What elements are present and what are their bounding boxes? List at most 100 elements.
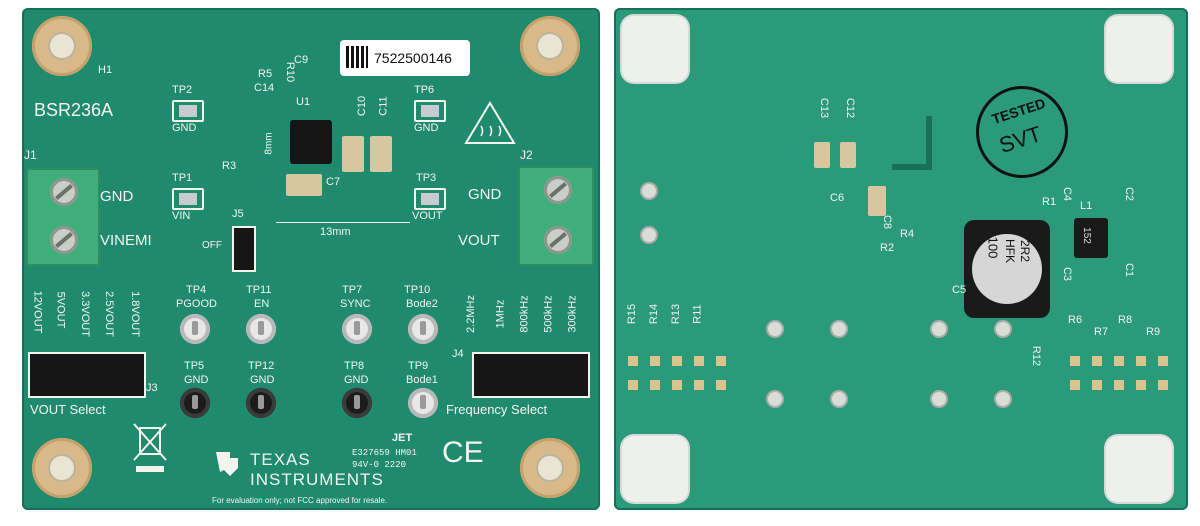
tp4-post[interactable] (180, 314, 210, 344)
label-c3: C3 (1061, 266, 1074, 282)
vout-opt-3: 3.3VOUT (78, 291, 91, 337)
tp3-name: TP3 (416, 172, 437, 184)
mounting-hole-br (520, 438, 580, 498)
mounting-hole-bl (622, 436, 688, 502)
label-r13: R13 (670, 303, 683, 325)
freq-opt-2: 1MHz (494, 299, 507, 329)
vout-opt-2: 5VOUT (54, 291, 67, 329)
via (832, 392, 846, 406)
jumper-j4[interactable] (472, 352, 590, 398)
ce-mark: CE (442, 436, 484, 469)
vout-opt-5: 1.8VOUT (128, 291, 141, 337)
dim-13mm: 13mm (320, 226, 351, 238)
freq-opt-4: 500kHz (542, 295, 555, 333)
pin (694, 380, 704, 390)
label-r2: R2 (880, 242, 895, 254)
label-r1: R1 (1042, 196, 1057, 208)
tp5-sub: GND (184, 374, 209, 386)
tp9-sub: Bode1 (406, 374, 438, 386)
label-off: OFF (202, 240, 222, 251)
tp6-sub: GND (414, 122, 439, 134)
label-r9: R9 (1146, 326, 1161, 338)
jumper-j5[interactable] (232, 226, 256, 272)
pin (1114, 380, 1124, 390)
dim-8mm: 8mm (263, 132, 275, 155)
via (996, 322, 1010, 336)
tp10-sub: Bode2 (406, 298, 438, 310)
tp12-post[interactable] (246, 388, 276, 418)
via (932, 392, 946, 406)
tp8-name: TP8 (344, 360, 365, 372)
inductor-mark-3: 2R2 (1018, 239, 1033, 263)
label-j1: J1 (24, 148, 37, 162)
pin (672, 380, 682, 390)
ti-logo-icon (216, 452, 238, 476)
screw-icon[interactable] (544, 176, 572, 204)
stamp-line-1: TESTED (989, 94, 1048, 128)
tp6-name: TP6 (414, 84, 435, 96)
vout-select-label: VOUT Select (30, 402, 106, 417)
tp7-name: TP7 (342, 284, 363, 296)
freq-opt-1: 2.2MHz (464, 295, 477, 333)
label-r11: R11 (691, 304, 704, 324)
tp1-pad[interactable] (172, 188, 204, 210)
pin (694, 356, 704, 366)
label-c10: C10 (356, 95, 369, 117)
mounting-hole-br (1106, 436, 1172, 502)
tp6-pad[interactable] (414, 100, 446, 122)
trace (892, 164, 932, 170)
dim-line-13mm (276, 222, 410, 223)
stamp-line-2: SVT (996, 121, 1045, 159)
via (642, 184, 656, 198)
tp11-post[interactable] (246, 314, 276, 344)
label-c8: C8 (881, 214, 894, 230)
tp2-pad[interactable] (172, 100, 204, 122)
tp3-pad[interactable] (414, 188, 446, 210)
mounting-hole-tl (622, 16, 688, 82)
tp11-sub: EN (254, 298, 270, 310)
screw-icon[interactable] (544, 226, 572, 254)
pin (628, 380, 638, 390)
screw-icon[interactable] (50, 178, 78, 206)
tp5-name: TP5 (184, 360, 205, 372)
mounting-hole-bl (32, 438, 92, 498)
screw-icon[interactable] (50, 226, 78, 254)
label-vinemi: VINEMI (100, 232, 152, 249)
via (768, 322, 782, 336)
label-c13: C13 (818, 97, 831, 119)
via (768, 392, 782, 406)
tp8-post[interactable] (342, 388, 372, 418)
trace (926, 116, 932, 166)
tp7-post[interactable] (342, 314, 372, 344)
ul-line-1: E327659 HM01 (352, 448, 417, 458)
ti-brand-2: INSTRUMENTS (250, 470, 384, 489)
pin (716, 356, 726, 366)
via (642, 228, 656, 242)
label-c12: C12 (844, 97, 857, 119)
label-c7: C7 (326, 176, 341, 188)
pin (1070, 380, 1080, 390)
inductor-mark-2: HFK (1003, 239, 1017, 263)
freq-opt-5: 300kHz (566, 295, 579, 333)
l1-marking: 152 (1080, 227, 1092, 244)
pin (1136, 380, 1146, 390)
tp9-post[interactable] (408, 388, 438, 418)
cap-c11 (370, 136, 392, 172)
inductor-cap: 100 HFK 2R2 (972, 234, 1042, 304)
via (932, 322, 946, 336)
mounting-hole-tl (32, 16, 92, 76)
terminal-j1[interactable] (26, 168, 100, 266)
hot-surface-warning-icon (464, 101, 516, 144)
pin (650, 380, 660, 390)
footer-disclaimer: For evaluation only; not FCC approved fo… (212, 496, 388, 505)
terminal-j2[interactable] (518, 166, 594, 266)
tp10-post[interactable] (408, 314, 438, 344)
jumper-j3[interactable] (28, 352, 146, 398)
tp5-post[interactable] (180, 388, 210, 418)
pcb-back: TESTED SVT C13 C12 C6 C8 R4 R2 R1 C4 L1 … (614, 8, 1188, 510)
via (996, 392, 1010, 406)
freq-select-label: Frequency Select (446, 402, 548, 417)
tp4-sub: PGOOD (176, 298, 217, 310)
tp12-name: TP12 (248, 360, 275, 372)
serial-number: 7522500146 (374, 50, 452, 66)
